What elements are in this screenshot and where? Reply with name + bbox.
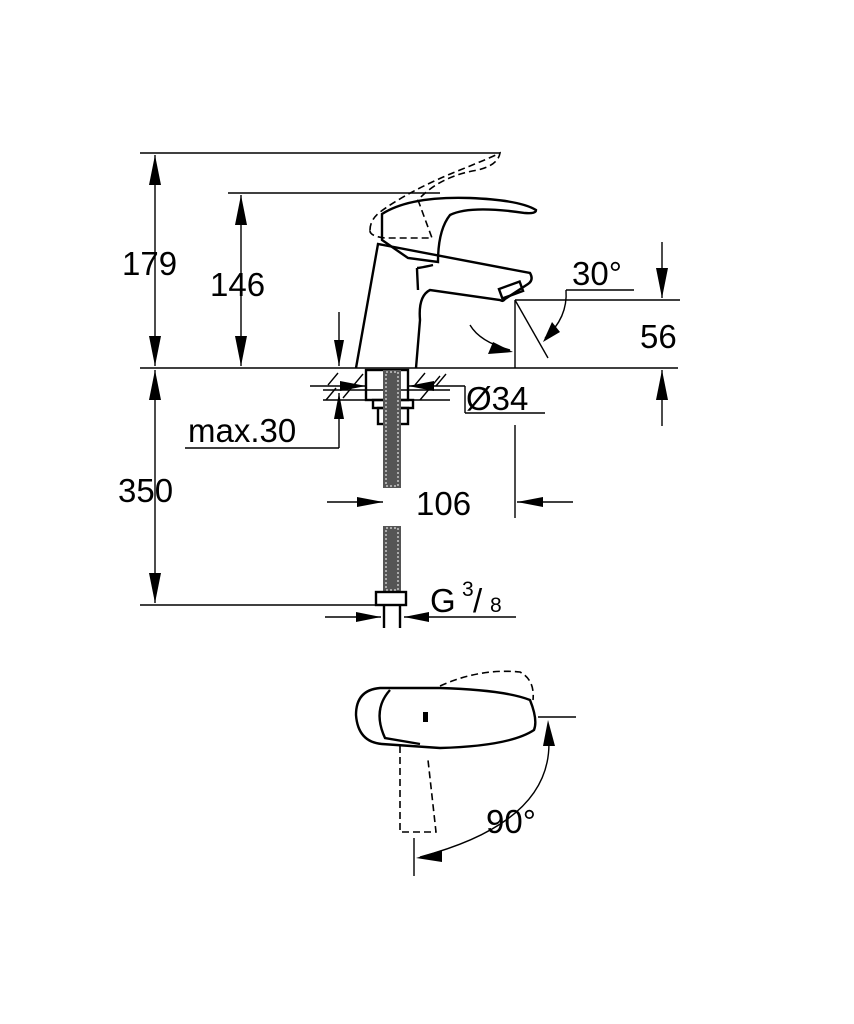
- mounting-and-hose: [364, 368, 415, 628]
- label-hose-length: 350: [118, 472, 173, 509]
- label-spout-height: 56: [640, 318, 677, 355]
- top-view-lever: [354, 670, 576, 876]
- label-spout-angle: 30°: [572, 255, 622, 292]
- label-max-thickness: max.30: [188, 412, 296, 449]
- label-base-diameter: Ø34: [466, 380, 528, 417]
- label-connection-slash: /: [473, 582, 483, 619]
- dimension-labels: 179 146 30° 56 Ø34 max.30 350 106 G 3 / …: [118, 245, 677, 840]
- label-lever-height: 146: [210, 266, 265, 303]
- faucet-body: [354, 151, 538, 369]
- label-spout-reach: 106: [416, 485, 471, 522]
- label-connection-denominator: 8: [490, 594, 502, 617]
- label-total-height: 179: [122, 245, 177, 282]
- label-connection-prefix: G: [430, 582, 456, 619]
- label-connection-numerator: 3: [462, 578, 474, 601]
- dimension-lines: [140, 152, 680, 622]
- label-lever-rotation: 90°: [486, 803, 536, 840]
